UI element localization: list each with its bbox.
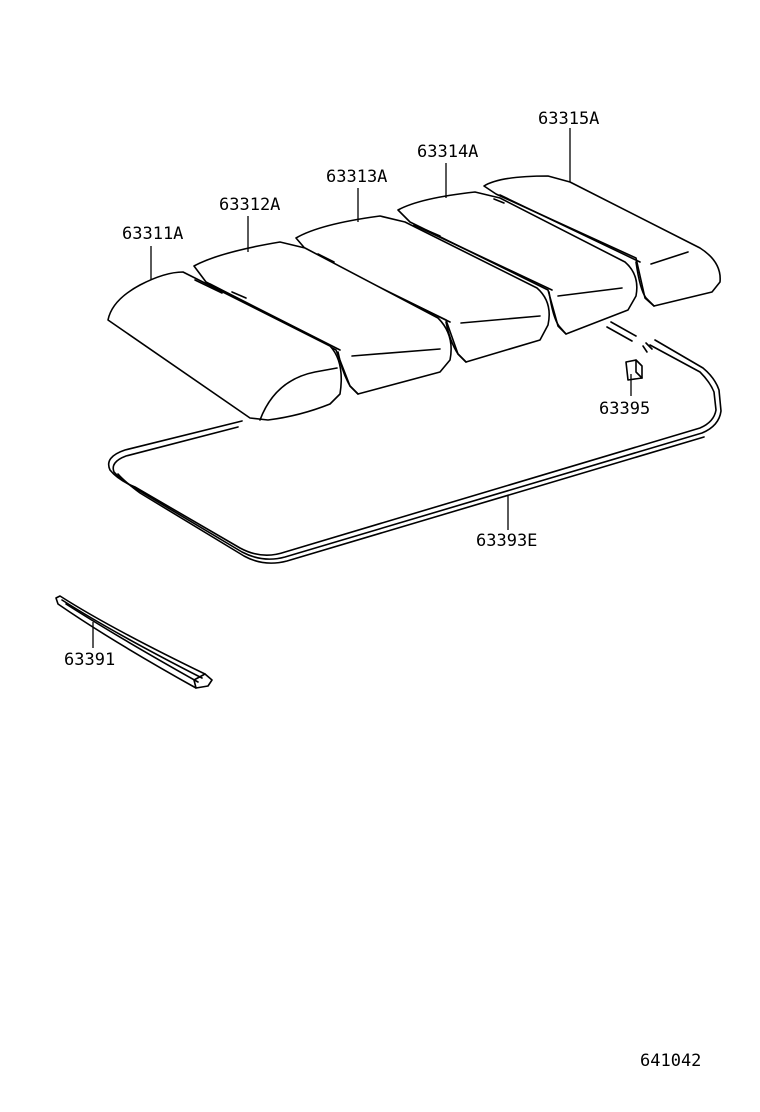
label-63391: 63391 [64,650,115,670]
label-63311a: 63311A [122,224,183,244]
figure-number: 641042 [640,1051,701,1071]
seal-frame-63393e [107,321,722,564]
label-63314a: 63314A [417,142,478,162]
label-63395: 63395 [599,399,650,419]
label-63315a: 63315A [538,109,599,129]
label-63312a: 63312A [219,195,280,215]
panel-63314a [397,191,638,335]
panel-63315a [483,175,721,307]
panel-63312a [193,241,452,395]
moulding-63391 [55,595,213,689]
label-63393e: 63393E [476,531,537,551]
clip-63395 [625,359,643,381]
leader-lines [92,128,632,648]
label-63313a: 63313A [326,167,387,187]
panel-63311a [107,271,343,421]
